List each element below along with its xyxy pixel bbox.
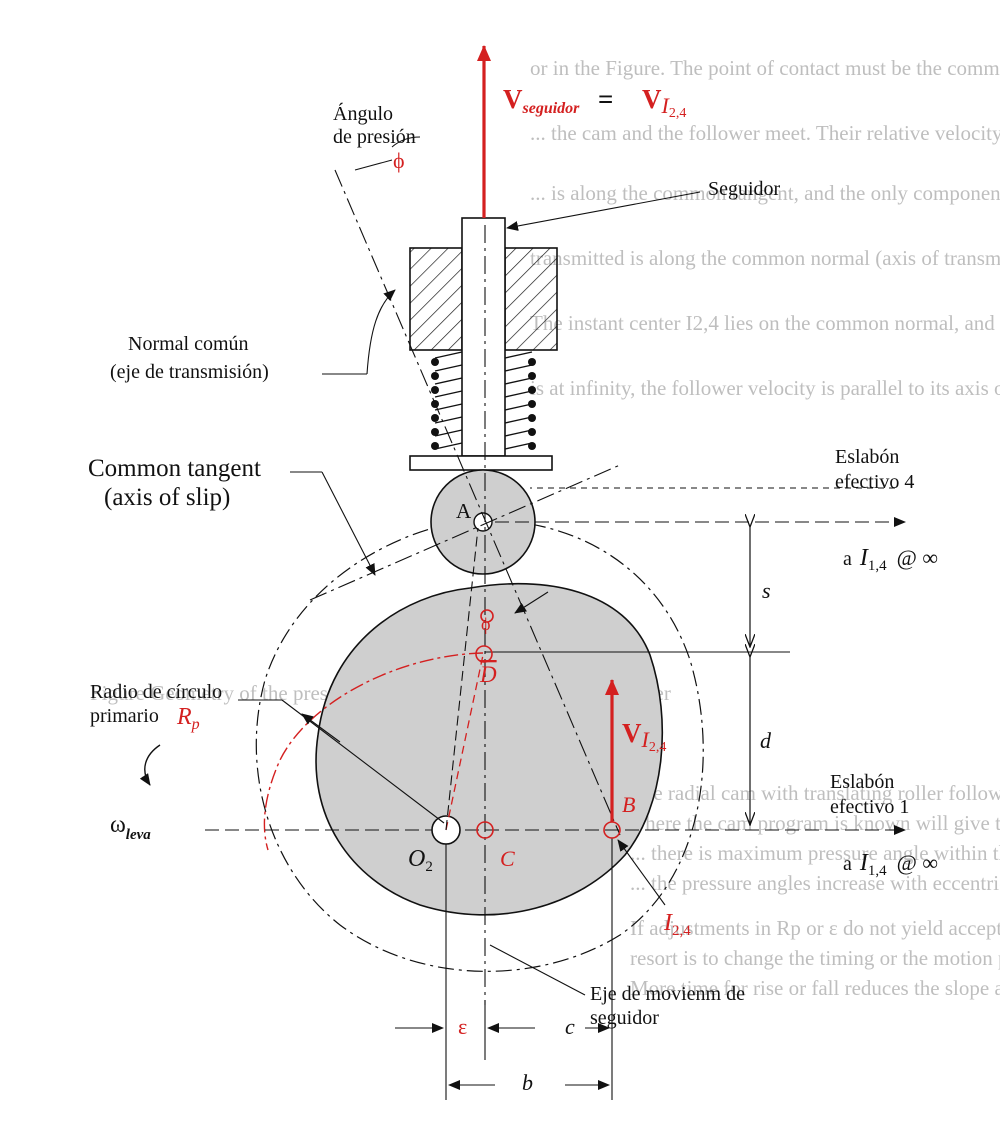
v-i24-mid-label: VI2,4 bbox=[622, 718, 666, 755]
bg-line-1: or in the Figure. The point of contact m… bbox=[530, 56, 1000, 80]
eje-label-2: seguidor bbox=[590, 1007, 659, 1029]
tangent-label-1: Common tangent bbox=[88, 455, 261, 482]
leader-tangent-2 bbox=[321, 471, 376, 576]
v-seguidor-label: Vseguidor bbox=[503, 84, 580, 117]
leader-i24 bbox=[617, 839, 666, 906]
angulo-label-2: de presión bbox=[333, 126, 416, 148]
common-normal-line bbox=[334, 169, 621, 836]
point-d-label: D bbox=[479, 662, 497, 687]
leader-eje bbox=[489, 944, 586, 996]
rp-label: Rp bbox=[176, 704, 200, 733]
d-label: d bbox=[760, 728, 772, 753]
point-a-label: A bbox=[456, 499, 472, 523]
i24-bottom-label: I2,4 bbox=[663, 910, 691, 939]
v-i24-top-label: VI2,4 bbox=[642, 84, 686, 121]
guide-block-right bbox=[504, 247, 558, 351]
prime-radius-line bbox=[445, 654, 484, 831]
s-label: s bbox=[762, 578, 771, 603]
bg-line-5: The instant center I2,4 lies on the comm… bbox=[530, 311, 1000, 335]
point-phi-marker bbox=[480, 609, 494, 623]
phi-label: ϕ bbox=[393, 148, 405, 173]
b-label: b bbox=[522, 1070, 533, 1095]
pressure-angle-arc bbox=[391, 136, 421, 148]
common-tangent-line bbox=[309, 464, 621, 601]
leader-rp-arrow bbox=[301, 713, 341, 743]
leader-phi-small bbox=[514, 591, 549, 614]
seguidor-label: Seguidor bbox=[708, 178, 781, 200]
omega-arrow bbox=[139, 744, 161, 786]
bg-line-13: resort is to change the timing or the mo… bbox=[630, 946, 1000, 970]
omega-leva-label: ωleva bbox=[110, 812, 151, 843]
bg-line-3: ... is along the common tangent, and the… bbox=[530, 181, 1000, 205]
cam-profile bbox=[315, 582, 664, 916]
leader-seguidor bbox=[506, 191, 701, 231]
bg-line-9: where the cam program is known will give… bbox=[630, 811, 1000, 835]
follower-spring bbox=[434, 351, 533, 450]
angulo-label-1: Ángulo bbox=[333, 102, 393, 125]
bg-line-10: ... there is maximum pressure angle with… bbox=[630, 841, 1000, 865]
point-c-marker bbox=[476, 821, 494, 839]
phi-small-label: ϕ bbox=[481, 614, 490, 634]
o2-to-a-line bbox=[445, 527, 479, 831]
pitch-curve bbox=[255, 519, 704, 972]
bg-line-6: is at infinity, the follower velocity is… bbox=[530, 376, 1000, 400]
epsilon-label: ε bbox=[458, 1014, 467, 1039]
normal-label-1: Normal común bbox=[128, 333, 249, 355]
bg-line-11: ... the pressure angles increase with ec… bbox=[630, 871, 1000, 895]
tangent-label-2: (axis of slip) bbox=[104, 484, 230, 511]
radio-label-2: primario bbox=[90, 705, 159, 727]
eslabon4-label-1: Eslabón bbox=[835, 446, 899, 468]
point-d-marker bbox=[475, 645, 493, 663]
o2-label: O2 bbox=[408, 846, 433, 875]
bg-line-14: More time for rise or fall reduces the s… bbox=[630, 976, 1000, 1000]
normal-label-2: (eje de transmisión) bbox=[110, 361, 269, 383]
bg-line-4: transmitted is along the common normal (… bbox=[530, 246, 1000, 270]
follower-stem bbox=[461, 217, 506, 457]
leader-normal-curve bbox=[366, 289, 396, 375]
radio-label-1: Radio de círculo bbox=[90, 681, 222, 703]
eslabon1-label-2: efectivo 1 bbox=[830, 796, 909, 818]
bg-line-2: ... the cam and the follower meet. Their… bbox=[530, 121, 1000, 145]
eje-label-1: Eje de movienm de bbox=[590, 983, 745, 1005]
bg-line-12: If adjustments in Rp or ε do not yield a… bbox=[630, 916, 1000, 940]
follower-plate bbox=[409, 455, 553, 471]
guide-block-left bbox=[409, 247, 463, 351]
leader-angulo bbox=[354, 159, 393, 171]
prime-circle-arc bbox=[263, 652, 484, 851]
background-page-text: or in the Figure. The point of contact m… bbox=[90, 56, 1000, 1000]
bg-line-8: The radial cam with translating roller f… bbox=[630, 781, 1000, 805]
eslabon4-label-2: efectivo 4 bbox=[835, 471, 914, 493]
c-label: c bbox=[565, 1014, 575, 1039]
eslabon1-label-1: Eslabón bbox=[830, 771, 894, 793]
equals-sign: = bbox=[598, 84, 613, 114]
point-c-label: C bbox=[500, 846, 515, 871]
point-b-label: B bbox=[622, 792, 635, 817]
